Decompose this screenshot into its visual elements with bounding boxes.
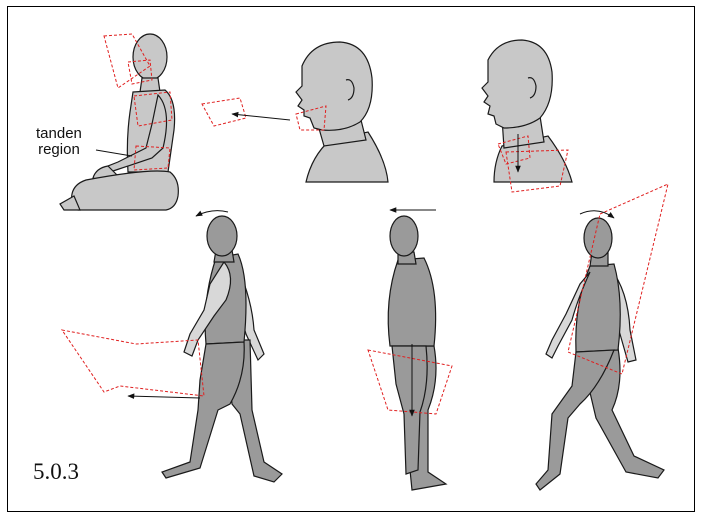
walker-1-figure <box>162 216 282 482</box>
walker-1-head <box>207 216 237 256</box>
tanden-label-line1: tanden <box>36 126 82 142</box>
walker-3-torso <box>576 264 620 352</box>
walker-1-rotation-arrow <box>196 211 228 216</box>
walker-2-torso <box>388 258 435 346</box>
walker-2-figure <box>388 216 446 490</box>
walker-1-arrow <box>128 396 200 398</box>
walker-1-dashed-plane <box>62 330 204 396</box>
head-forward-skull <box>296 42 372 130</box>
head-forward-arrow <box>232 114 290 120</box>
tanden-pointer-line <box>96 150 132 156</box>
seated-head <box>133 34 167 80</box>
figure-number: 5.0.3 <box>33 459 79 485</box>
seated-legs <box>72 171 179 210</box>
walker-3-head <box>584 218 612 258</box>
walker-3-figure <box>536 218 664 490</box>
walker-3-rotation-arrow <box>580 211 614 218</box>
head-down-skull <box>482 40 552 128</box>
walker-1-front-leg <box>162 342 244 478</box>
head-profile-down <box>482 40 572 182</box>
walker-2-head <box>390 216 418 256</box>
tanden-region-label: tanden region <box>36 126 82 158</box>
tanden-label-line2: region <box>36 142 82 158</box>
head-profile-forward <box>296 42 388 182</box>
